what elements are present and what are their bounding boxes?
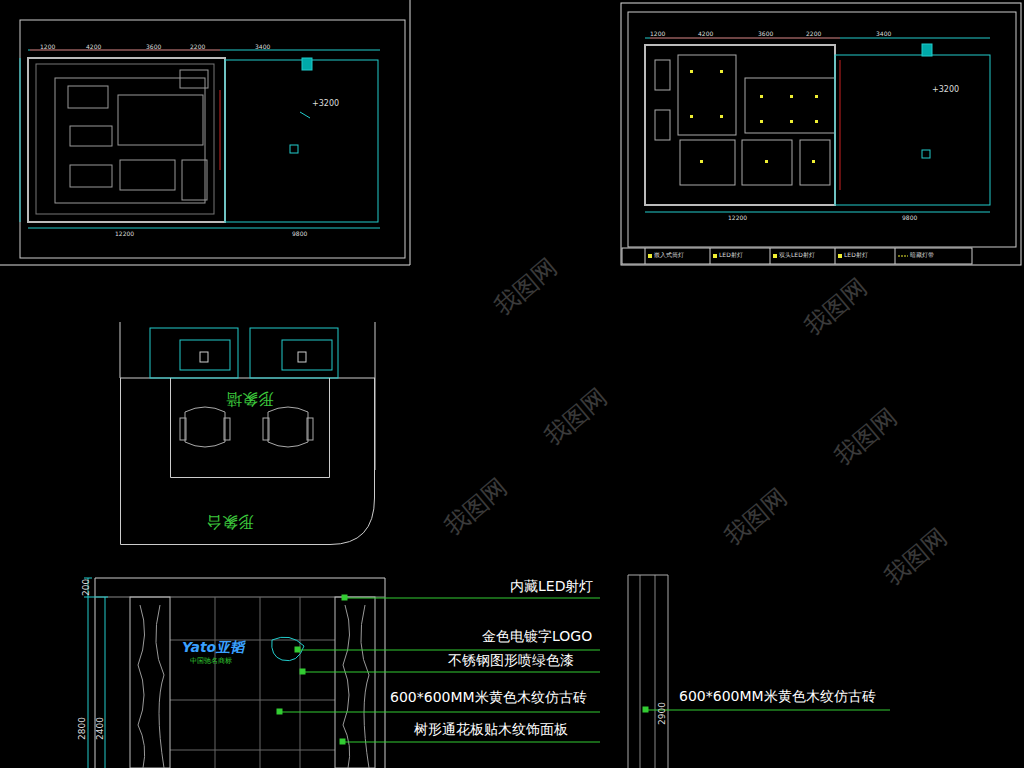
legend-text: 暗藏灯带 xyxy=(910,252,934,259)
dimension: 4200 xyxy=(698,31,713,38)
watermark: 我图网 xyxy=(490,254,562,320)
dimension: 12200 xyxy=(728,215,747,222)
callout-text: 金色电镀字LOGO xyxy=(480,629,594,644)
callout-text: 树形通花板贴木纹饰面板 xyxy=(412,722,570,737)
watermark: 我图网 xyxy=(800,274,872,340)
dimension: 2400 xyxy=(96,717,106,740)
image-wall-counter: 形象墙 xyxy=(170,378,330,478)
dimension: 2200 xyxy=(806,31,821,38)
desk-label: 形象墙 xyxy=(226,390,274,408)
callout-text: 内藏LED射灯 xyxy=(508,579,595,594)
callout-text: 不锈钢图形喷绿色漆 xyxy=(446,653,576,668)
watermark: 我图网 xyxy=(830,404,902,470)
legend-text: LED射灯 xyxy=(844,252,868,259)
dimension: 200 xyxy=(82,579,92,596)
legend-text: LED射灯 xyxy=(719,252,743,259)
legend-text: 嵌入式筒灯 xyxy=(654,252,684,259)
elevation-mark: +3200 xyxy=(312,100,339,109)
dimension: 3400 xyxy=(876,31,891,38)
dimension: 12200 xyxy=(115,231,134,238)
dimension: 4200 xyxy=(86,44,101,51)
reception-desk: 形象台 形象墙 xyxy=(120,378,375,545)
watermark: 我图网 xyxy=(440,474,512,540)
callout-text: 600*600MM米黄色木纹仿古砖 xyxy=(388,690,589,705)
dimension: 3400 xyxy=(255,44,270,51)
dimension: 2900 xyxy=(658,702,668,725)
elevation-mark: +3200 xyxy=(932,86,959,95)
logo-subtext: 中国驰名商标 xyxy=(190,658,232,666)
legend-text: 双头LED射灯 xyxy=(779,252,815,259)
dimension: 9800 xyxy=(292,231,307,238)
dimension: 1200 xyxy=(650,31,665,38)
watermark: 我图网 xyxy=(720,484,792,550)
dimension: 3600 xyxy=(146,44,161,51)
callout-text: 600*600MM米黄色木纹仿古砖 xyxy=(677,689,878,704)
logo-text: Yato亚韬 xyxy=(182,640,244,655)
dimension: 2800 xyxy=(78,717,88,740)
dimension: 9800 xyxy=(902,215,917,222)
desk-label: 形象台 xyxy=(206,513,254,531)
dimension: 2200 xyxy=(190,44,205,51)
dimension: 1200 xyxy=(40,44,55,51)
watermark: 我图网 xyxy=(880,524,952,590)
watermark: 我图网 xyxy=(540,384,612,450)
dimension: 3600 xyxy=(758,31,773,38)
